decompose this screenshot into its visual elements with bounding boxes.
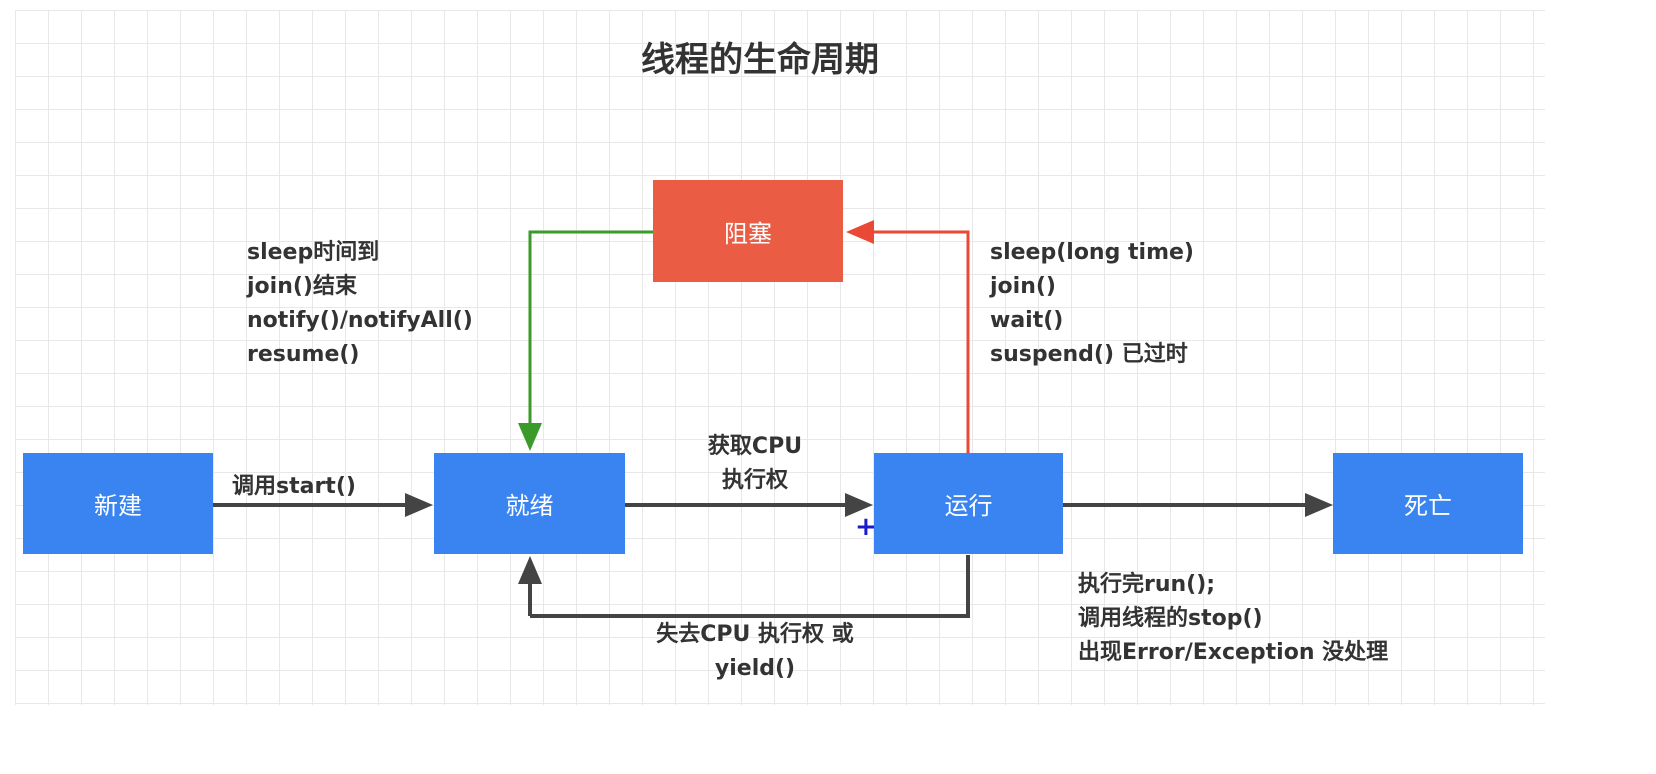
arrow-running-to-dead: [1063, 493, 1333, 517]
label-line: join(): [990, 274, 1056, 299]
label-running-to-dead: 执行完run(); 调用线程的stop() 出现Error/Exception …: [1078, 568, 1388, 670]
grid-canvas: [15, 10, 1545, 705]
label-line: 出现Error/Exception 没处理: [1078, 640, 1389, 665]
arrow-blocked-to-ready: [518, 230, 653, 451]
diagram-title: 线程的生命周期: [641, 40, 879, 80]
label-line: yield(): [714, 656, 796, 681]
arrow-ready-to-running: [625, 493, 873, 517]
state-blocked[interactable]: 阻塞: [653, 180, 843, 282]
state-new[interactable]: 新建: [23, 453, 213, 554]
label-blocked-to-ready: sleep时间到 join()结束 notify()/notifyAll() r…: [247, 236, 473, 372]
label-line: 调用线程的stop(): [1078, 606, 1263, 631]
label-line: 执行权: [721, 468, 788, 493]
state-ready-label: 就绪: [505, 492, 554, 520]
crosshair-cursor-icon: +: [855, 512, 877, 542]
label-running-to-ready: 失去CPU 执行权 或 yield(): [615, 618, 895, 686]
label-line: wait(): [990, 308, 1064, 333]
state-ready[interactable]: 就绪: [434, 453, 625, 554]
label-line: 失去CPU 执行权 或: [656, 622, 854, 647]
state-dead[interactable]: 死亡: [1333, 453, 1523, 554]
label-line: resume(): [247, 342, 360, 367]
arrow-new-to-ready: [213, 493, 433, 517]
label-line: 获取CPU: [707, 434, 803, 459]
label-line: notify()/notifyAll(): [247, 308, 473, 333]
label-line: sleep(long time): [990, 240, 1194, 265]
arrow-running-to-blocked: [846, 220, 970, 453]
state-blocked-label: 阻塞: [724, 219, 772, 248]
state-running[interactable]: 运行: [874, 453, 1063, 554]
label-line: suspend() 已过时: [990, 342, 1188, 367]
label-line: sleep时间到: [247, 240, 380, 265]
label-line: 执行完run();: [1078, 572, 1216, 597]
state-new-label: 新建: [94, 492, 142, 520]
state-running-label: 运行: [944, 492, 993, 520]
arrow-running-to-ready: [518, 555, 970, 618]
state-dead-label: 死亡: [1404, 492, 1452, 520]
label-line: join()结束: [247, 274, 357, 299]
label-ready-to-running: 获取CPU 执行权: [680, 430, 830, 498]
label-running-to-blocked: sleep(long time) join() wait() suspend()…: [990, 236, 1194, 372]
label-new-to-ready: 调用start(): [232, 474, 356, 499]
